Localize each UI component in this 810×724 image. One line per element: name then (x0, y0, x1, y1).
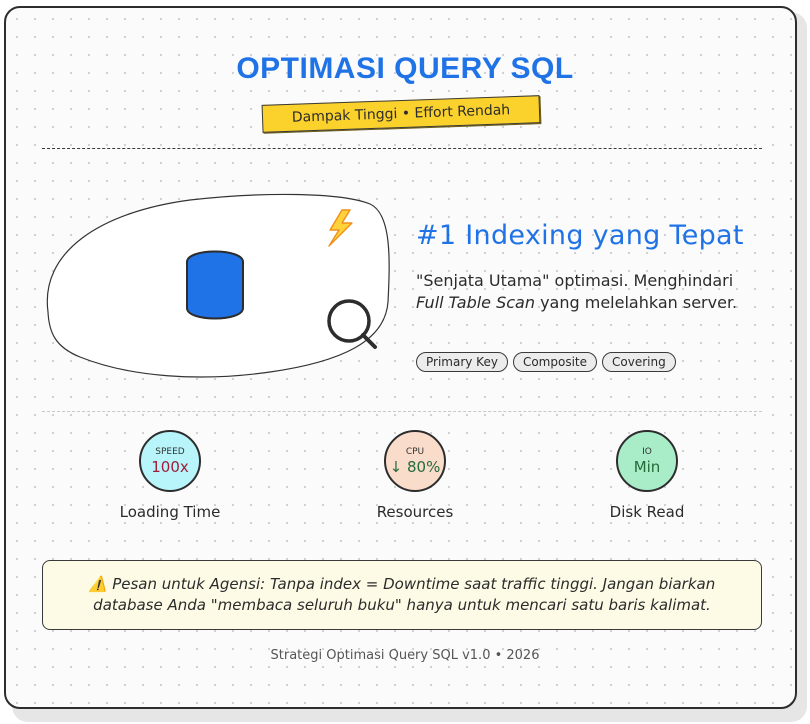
metric-circle: SPEED 100x (139, 430, 201, 492)
metric-value: ↓ 80% (389, 457, 441, 476)
metric-cpu: CPU ↓ 80% Resources (345, 430, 485, 521)
metric-label: SPEED (155, 446, 185, 457)
alert-text: Pesan untuk Agensi: Tanpa index = Downti… (93, 575, 716, 614)
warning-icon: ⚠️ (88, 575, 108, 593)
feature-title: #1 Indexing yang Tepat (416, 220, 744, 251)
metric-caption: Loading Time (119, 503, 221, 521)
database-icon (186, 250, 244, 320)
metric-speed: SPEED 100x Loading Time (100, 430, 240, 521)
desc-text: yang melelahkan server. (535, 293, 738, 312)
divider (42, 148, 762, 149)
magnifier-icon (327, 299, 377, 349)
metric-caption: Resources (376, 503, 454, 521)
tag-composite: Composite (512, 352, 597, 372)
illustration-blob (46, 193, 390, 378)
warning-alert: ⚠️ Pesan untuk Agensi: Tanpa index = Dow… (42, 560, 762, 630)
footer-text: Strategi Optimasi Query SQL v1.0 • 2026 (270, 648, 540, 663)
desc-emphasis: Full Table Scan (416, 293, 535, 312)
metric-label: CPU (405, 446, 425, 457)
metric-value: Min (633, 457, 661, 476)
metric-circle: IO Min (616, 430, 678, 492)
desc-text: "Senjata Utama" optimasi. Menghindari (416, 271, 734, 290)
lightning-icon (328, 209, 353, 247)
metric-circle: CPU ↓ 80% (384, 430, 446, 492)
metric-caption: Disk Read (609, 503, 685, 521)
metric-io: IO Min Disk Read (577, 430, 717, 521)
feature-description: "Senjata Utama" optimasi. Menghindari Fu… (416, 270, 756, 314)
tag-covering: Covering (602, 352, 676, 372)
metric-value: 100x (151, 457, 189, 476)
alert-content: ⚠️ Pesan untuk Agensi: Tanpa index = Dow… (63, 574, 741, 616)
divider (42, 411, 762, 412)
tag-list: Primary Key Composite Covering (416, 352, 676, 372)
metric-label: IO (642, 446, 652, 457)
tag-primary-key: Primary Key (416, 352, 508, 372)
page-title: OPTIMASI QUERY SQL (236, 52, 574, 85)
